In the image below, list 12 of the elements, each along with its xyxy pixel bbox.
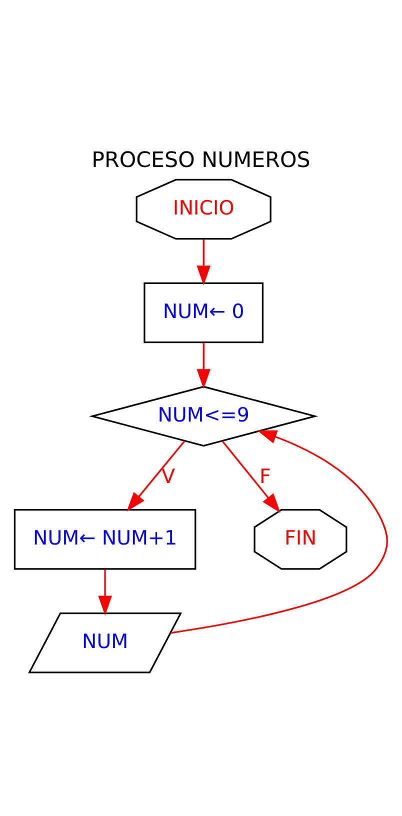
arrow [196, 239, 210, 286]
arrow [170, 430, 388, 634]
edge-label: V [162, 464, 176, 488]
node-box: NUM← NUM+1 [14, 509, 196, 570]
arrow [126, 440, 186, 512]
edge-label: F [260, 464, 271, 488]
node-box: NUM← 0 [144, 282, 264, 344]
arrow [196, 342, 210, 389]
diagram-title: PROCESO NUMEROS [92, 148, 310, 174]
arrow [222, 440, 280, 513]
arrow [98, 569, 112, 616]
node-diamond: NUM<=9 [89, 386, 318, 447]
